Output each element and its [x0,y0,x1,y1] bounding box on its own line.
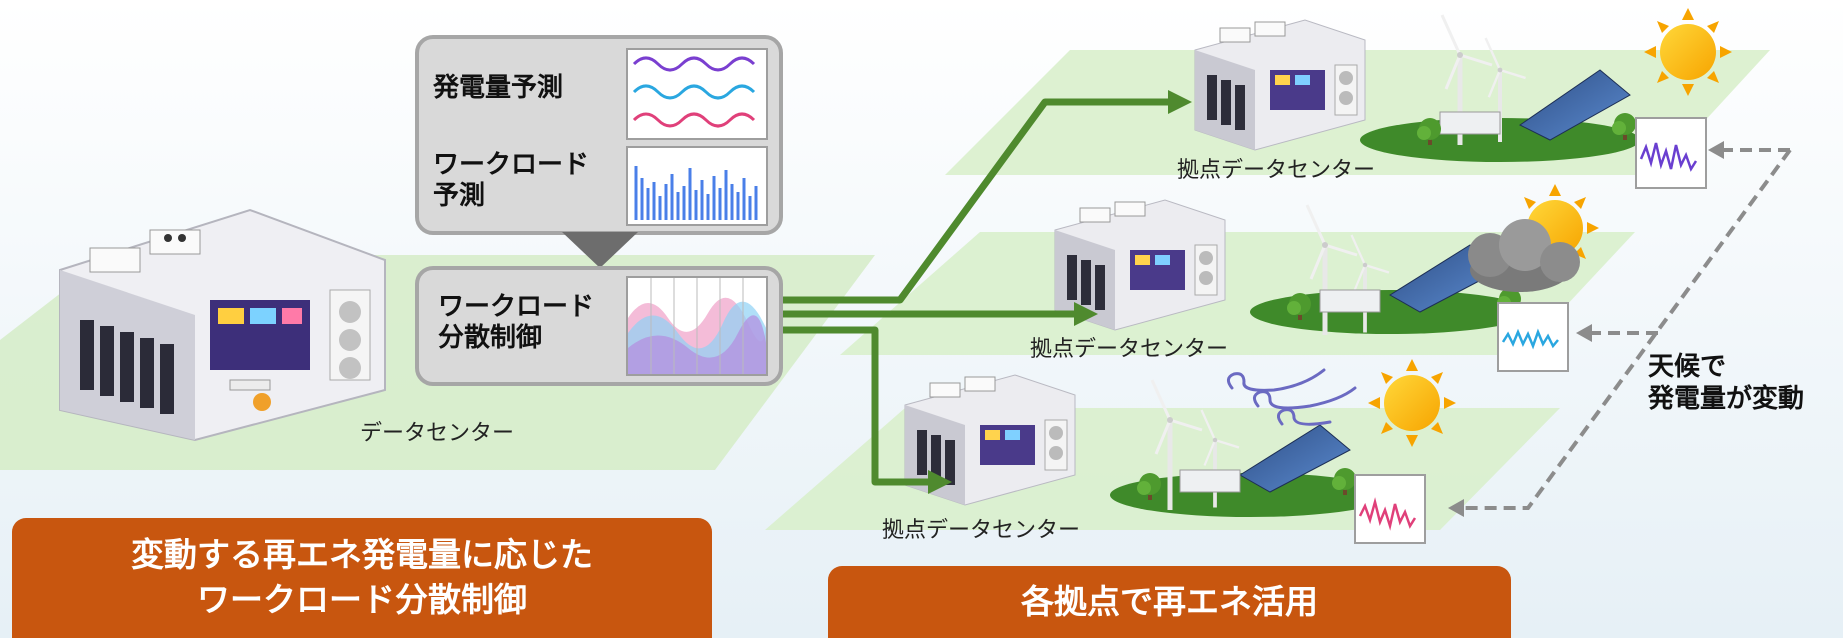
site-generation-chart-3 [1354,474,1426,544]
generation-forecast-label: 発電量予測 [433,73,564,103]
left-banner: 変動する再エネ発電量に応じた ワークロード分散制御 [12,518,712,638]
renewable-site-1 [1360,15,1640,162]
distribution-control-chart [626,276,768,376]
weather-variation-note: 天候で 発電量が変動 [1648,352,1805,414]
panel-pointer [562,232,638,268]
cloud-icon [1468,219,1580,292]
site-datacenter-label-1: 拠点データセンター [1177,158,1376,183]
distribution-control-label: ワークロード 分散制御 [438,292,595,353]
main-datacenter-illustration [59,208,386,442]
workload-forecast-chart [626,146,768,226]
distribution-arrows [782,98,1170,486]
renewable-site-3 [1110,380,1390,517]
arrowheads [928,90,1192,494]
right-banner-text: 各拠点で再エネ活用 [1021,582,1318,621]
weather-arrowheads [1448,141,1724,517]
left-banner-text: 変動する再エネ発電量に応じた ワークロード分散制御 [131,535,593,619]
generation-forecast-chart [626,48,768,140]
right-banner: 各拠点で再エネ活用 [828,566,1511,638]
wind-icon [1227,368,1357,426]
site-generation-chart-1 [1635,117,1707,189]
site-datacenter-label-3: 拠点データセンター [882,518,1081,543]
site-generation-chart-2 [1497,302,1569,372]
main-datacenter-label: データセンター [360,421,515,446]
weather-influence-arrows [1462,148,1792,510]
site-datacenter-label-2: 拠点データセンター [1030,337,1229,362]
workload-forecast-label: ワークロード 予測 [433,150,590,211]
